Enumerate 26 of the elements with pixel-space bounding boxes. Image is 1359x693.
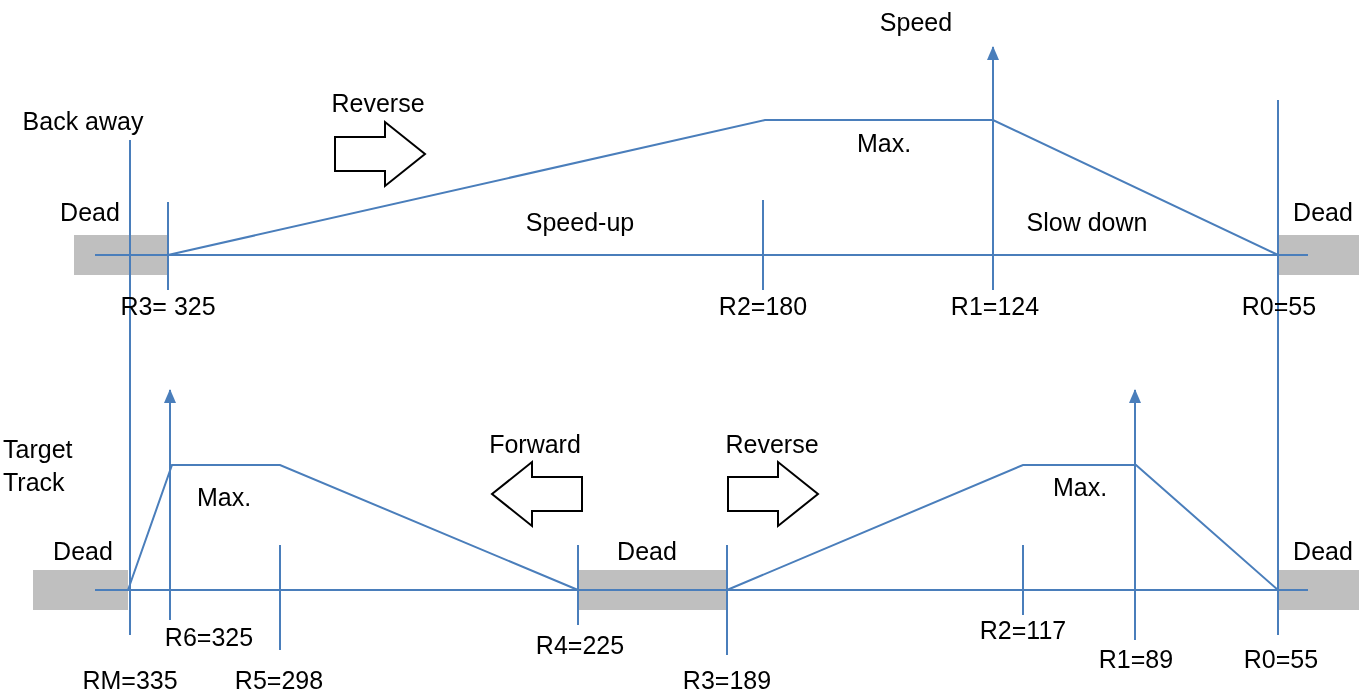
- position-label: R6=325: [164, 621, 254, 653]
- row-label: Back away: [22, 105, 144, 137]
- position-label: RM=335: [82, 664, 178, 693]
- axis-label: Speed: [879, 6, 953, 38]
- position-label: R0=55: [1243, 643, 1319, 675]
- zone-label: Max.: [1052, 471, 1108, 503]
- zone-label: Max.: [856, 127, 912, 159]
- position-label: R3=189: [682, 664, 772, 693]
- zone-label: Dead: [1293, 535, 1353, 567]
- row-label: Target Track: [3, 433, 74, 497]
- zone-label: Dead: [617, 535, 677, 567]
- direction-label: Forward: [489, 428, 581, 460]
- position-label: R1=124: [950, 290, 1040, 322]
- zone-label: Dead: [60, 196, 120, 228]
- zone-label: Slow down: [1026, 206, 1148, 238]
- position-label: R5=298: [234, 664, 324, 693]
- zone-label: Dead: [1293, 196, 1353, 228]
- zone-label: Speed-up: [525, 206, 635, 238]
- zone-label: Dead: [53, 535, 113, 567]
- direction-label: Reverse: [725, 428, 819, 460]
- position-label: R1=89: [1098, 643, 1174, 675]
- zone-label: Max.: [196, 481, 252, 513]
- position-label: R4=225: [535, 629, 625, 661]
- position-label: R2=180: [718, 290, 808, 322]
- direction-label: Reverse: [331, 87, 425, 119]
- position-label: R2=117: [979, 614, 1067, 646]
